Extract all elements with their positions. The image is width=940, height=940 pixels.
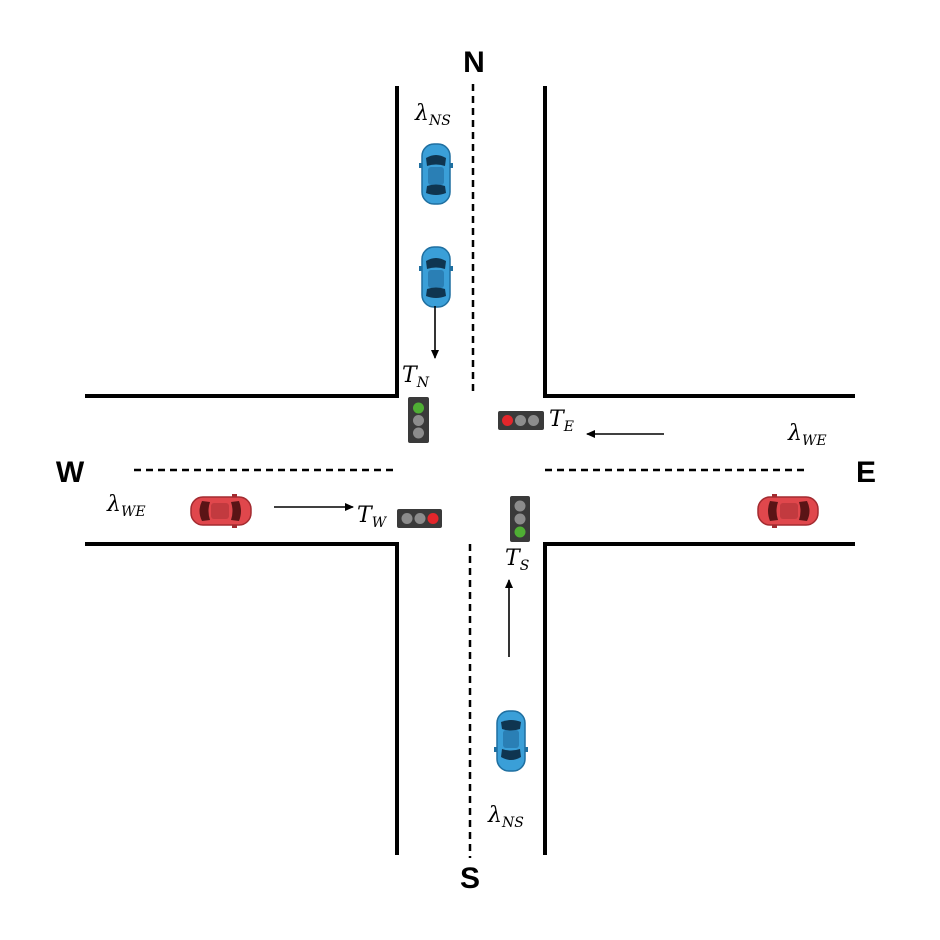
compass-west-label: W — [56, 456, 85, 489]
signal-lamp-green — [528, 415, 539, 426]
rate-label-east: λWE — [787, 421, 827, 449]
car-west — [190, 493, 252, 529]
signal-lamp-yellow — [413, 415, 424, 426]
signal-lamp-red — [427, 513, 439, 524]
signal-lamp-yellow — [514, 513, 526, 525]
signal-lamp-red — [502, 415, 513, 426]
rate-label-south: λNS — [487, 803, 524, 831]
traffic-light-east — [498, 411, 544, 430]
road-edges — [85, 86, 855, 855]
lane-dividers — [134, 84, 805, 858]
compass-east-label: E — [856, 456, 876, 489]
signal-lamp-green — [413, 402, 424, 414]
car-north-2 — [418, 246, 454, 308]
traffic-light-label-north: TN — [402, 363, 430, 391]
signal-lamp-yellow — [414, 513, 426, 524]
road-edge-northeast — [543, 86, 855, 398]
traffic-light-north — [408, 397, 429, 443]
compass-north-label: N — [463, 46, 485, 79]
compass-south-label: S — [460, 862, 480, 895]
car-south — [493, 710, 529, 772]
road-edge-southwest — [85, 542, 399, 855]
traffic-light-south — [510, 496, 530, 542]
car-east — [757, 493, 819, 529]
car-north-1 — [418, 143, 454, 205]
signal-lamp-red — [514, 500, 526, 512]
signal-lamp-yellow — [515, 415, 526, 426]
direction-arrows — [274, 306, 664, 657]
signal-lamp-red — [413, 427, 424, 439]
traffic-light-label-east: TE — [549, 407, 574, 435]
road-edge-southeast — [543, 542, 855, 855]
signal-lamp-green — [401, 513, 413, 524]
traffic-light-label-west: TW — [357, 503, 388, 531]
traffic-light-label-south: TS — [505, 546, 529, 574]
road-edge-northwest — [85, 86, 399, 398]
traffic-light-west — [397, 509, 442, 528]
rate-label-north: λNS — [414, 101, 451, 129]
signal-lamp-green — [514, 526, 526, 538]
rate-label-west: λWE — [106, 492, 146, 520]
